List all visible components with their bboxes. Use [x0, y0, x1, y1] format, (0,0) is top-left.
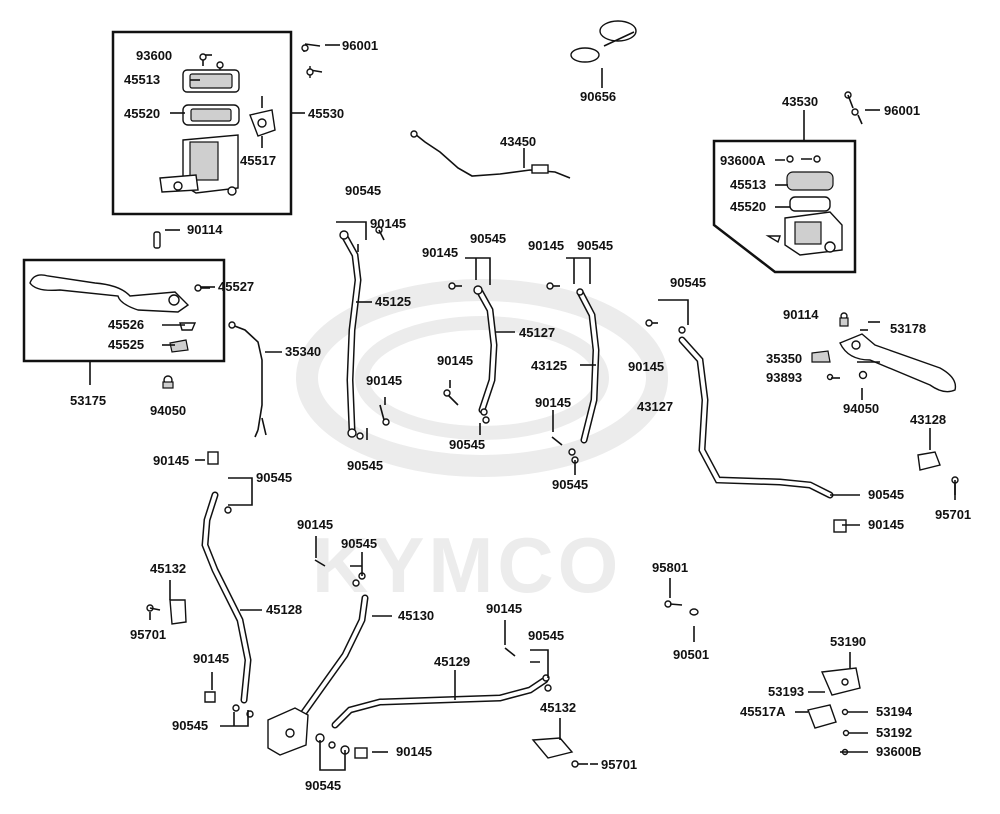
label-53194: 53194 [876, 704, 913, 719]
label-90145-d: 90145 [437, 353, 473, 368]
label-90145-g: 90145 [628, 359, 664, 374]
label-90545-j: 90545 [341, 536, 377, 551]
label-45129: 45129 [434, 654, 470, 669]
label-90145-e: 90145 [528, 238, 564, 253]
label-90145-b: 90145 [366, 373, 402, 388]
brackets [146, 599, 861, 768]
label-90145-a: 90145 [370, 216, 406, 231]
label-35350: 35350 [766, 351, 802, 366]
label-45517: 45517 [240, 153, 276, 168]
label-45526: 45526 [108, 317, 144, 332]
label-45530: 45530 [308, 106, 344, 121]
label-45513: 45513 [124, 72, 160, 87]
label-43125: 43125 [531, 358, 567, 373]
label-45513-right: 45513 [730, 177, 766, 192]
label-90145-k: 90145 [193, 651, 229, 666]
label-96001: 96001 [342, 38, 378, 53]
label-35340: 35340 [285, 344, 321, 359]
label-95701-right: 95701 [935, 507, 971, 522]
lever-right-parts [811, 312, 959, 495]
label-90545-m: 90545 [305, 778, 341, 793]
label-90656: 90656 [580, 89, 616, 104]
label-45517a: 45517A [740, 704, 786, 719]
label-94050-right: 94050 [843, 401, 879, 416]
label-90145-m: 90145 [396, 744, 432, 759]
label-90114-right: 90114 [783, 307, 819, 322]
label-95701-left: 95701 [130, 627, 166, 642]
label-90545-b: 90545 [347, 458, 383, 473]
label-96001-right: 96001 [884, 103, 920, 118]
label-93600b: 93600B [876, 744, 922, 759]
label-93600a: 93600A [720, 153, 766, 168]
label-93600: 93600 [136, 48, 172, 63]
label-53192: 53192 [876, 725, 912, 740]
label-94050: 94050 [150, 403, 186, 418]
label-45520: 45520 [124, 106, 160, 121]
label-53175: 53175 [70, 393, 106, 408]
lever-left-parts [29, 231, 210, 389]
label-45128: 45128 [266, 602, 302, 617]
label-90545-l: 90545 [528, 628, 564, 643]
label-43127: 43127 [637, 399, 673, 414]
label-90545-e: 90545 [577, 238, 613, 253]
label-90545-i: 90545 [868, 487, 904, 502]
label-90145-c: 90145 [422, 245, 458, 260]
box-lever-left [22, 258, 226, 363]
label-95701-bottom: 95701 [601, 757, 637, 772]
right-master-cylinder-parts [765, 91, 863, 256]
left-master-cylinder-parts [159, 43, 323, 196]
label-90545-a: 90545 [345, 183, 381, 198]
clip-90656 [570, 20, 637, 63]
label-90145-h: 90145 [153, 453, 189, 468]
label-90545-c: 90545 [470, 231, 506, 246]
label-45130: 45130 [398, 608, 434, 623]
switch-cable [231, 324, 263, 431]
label-90545-f: 90545 [552, 477, 588, 492]
label-45520-right: 45520 [730, 199, 766, 214]
watermark-text: KYMCO [312, 521, 622, 609]
label-90545-d: 90545 [449, 437, 485, 452]
label-45527: 45527 [218, 279, 254, 294]
label-90545-h: 90545 [256, 470, 292, 485]
label-90145-f: 90145 [535, 395, 571, 410]
label-90145-l: 90145 [486, 601, 522, 616]
label-53178: 53178 [890, 321, 926, 336]
label-53193: 53193 [768, 684, 804, 699]
box-master-cylinder-left [111, 30, 293, 216]
leader-lines [89, 31, 956, 771]
label-45132-right: 45132 [540, 700, 576, 715]
box-master-cylinder-right [712, 139, 857, 274]
label-43128: 43128 [910, 412, 946, 427]
part-labels: 93600 96001 45513 45530 45520 45517 9065… [70, 38, 971, 793]
label-45127: 45127 [519, 325, 555, 340]
label-90545-k: 90545 [172, 718, 208, 733]
label-93893: 93893 [766, 370, 802, 385]
label-45525: 45525 [108, 337, 144, 352]
label-90145-j: 90145 [297, 517, 333, 532]
brake-hoses [201, 226, 847, 759]
label-43530: 43530 [782, 94, 818, 109]
label-43450: 43450 [500, 134, 536, 149]
label-95801: 95801 [652, 560, 688, 575]
label-90145-i: 90145 [868, 517, 904, 532]
label-90501: 90501 [673, 647, 709, 662]
label-45125: 45125 [375, 294, 411, 309]
label-90545-g: 90545 [670, 275, 706, 290]
label-45132-left: 45132 [150, 561, 186, 576]
label-53190: 53190 [830, 634, 866, 649]
label-90114: 90114 [187, 222, 223, 237]
